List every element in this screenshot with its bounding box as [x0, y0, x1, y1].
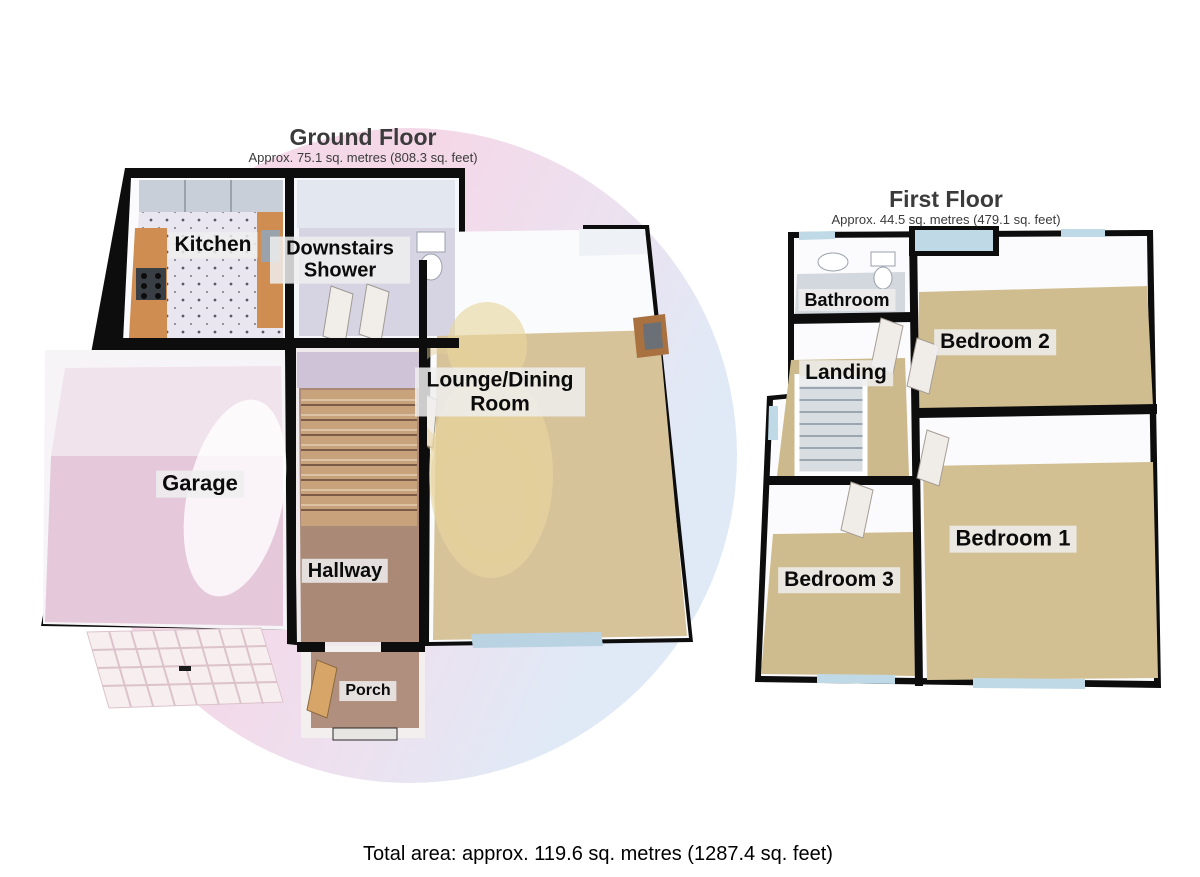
- garage-door-panel: [86, 627, 284, 709]
- bedroom1-door: [916, 429, 950, 487]
- bathroom-basin: [817, 252, 849, 272]
- room-label-garage: Garage: [156, 470, 244, 498]
- ground-floor-plan: [41, 168, 693, 741]
- total-area-text: Total area: approx. 119.6 sq. metres (12…: [363, 843, 833, 865]
- watermark-white-oval: [183, 399, 287, 597]
- ff-bedroom1-room: [923, 462, 1158, 680]
- ff-interior-walls: [768, 232, 1157, 686]
- room-label-hallway: Hallway: [301, 558, 389, 584]
- first-floor-subtitle: Approx. 44.5 sq. metres (479.1 sq. feet): [831, 212, 1061, 227]
- bathroom-toilet: [873, 266, 893, 290]
- ff-landing-room: [777, 358, 909, 477]
- first-floor-title: First Floor: [889, 186, 1003, 212]
- staircase: [301, 390, 417, 526]
- ground-floor-subtitle: Approx. 75.1 sq. metres (808.3 sq. feet): [248, 150, 478, 165]
- ff-bedroom3-room: [761, 532, 915, 676]
- ff-doors: [840, 317, 950, 539]
- bedroom2-bay-window: [915, 230, 993, 251]
- room-label-porch: Porch: [339, 681, 397, 701]
- ground-floor-title: Ground Floor: [289, 124, 437, 150]
- porch-door: [306, 659, 338, 719]
- room-label-kitchen: Kitchen: [168, 232, 258, 258]
- gf-lounge-room: [404, 302, 687, 648]
- room-label-landing: Landing: [799, 360, 893, 386]
- gf-hallway-room: [297, 352, 421, 642]
- room-label-downstairs-shower: Downstairs Shower: [270, 236, 410, 284]
- garage-door-handle: [179, 666, 191, 671]
- bedroom2-door: [906, 337, 940, 395]
- bedroom3-door: [840, 481, 874, 539]
- room-label-lounge-dining: Lounge/Dining Room: [415, 367, 585, 417]
- ff-windows: [768, 226, 1105, 689]
- gf-kitchen-room: [129, 180, 283, 338]
- room-label-bedroom-3: Bedroom 3: [778, 567, 900, 593]
- lounge-patio-window: [471, 632, 603, 648]
- landing-staircase: [794, 374, 868, 477]
- bathroom-cistern: [870, 251, 896, 267]
- room-label-bathroom: Bathroom: [798, 288, 896, 312]
- kitchen-hob: [136, 268, 166, 300]
- porch-step: [332, 727, 398, 741]
- room-label-bedroom-2: Bedroom 2: [934, 329, 1056, 355]
- landing-window: [768, 406, 778, 440]
- toilet-cistern: [416, 231, 446, 253]
- gf-garage-room: [45, 366, 287, 626]
- room-label-bedroom-1: Bedroom 1: [949, 525, 1077, 553]
- bathroom-door: [870, 317, 904, 375]
- stair-banister: [794, 374, 868, 477]
